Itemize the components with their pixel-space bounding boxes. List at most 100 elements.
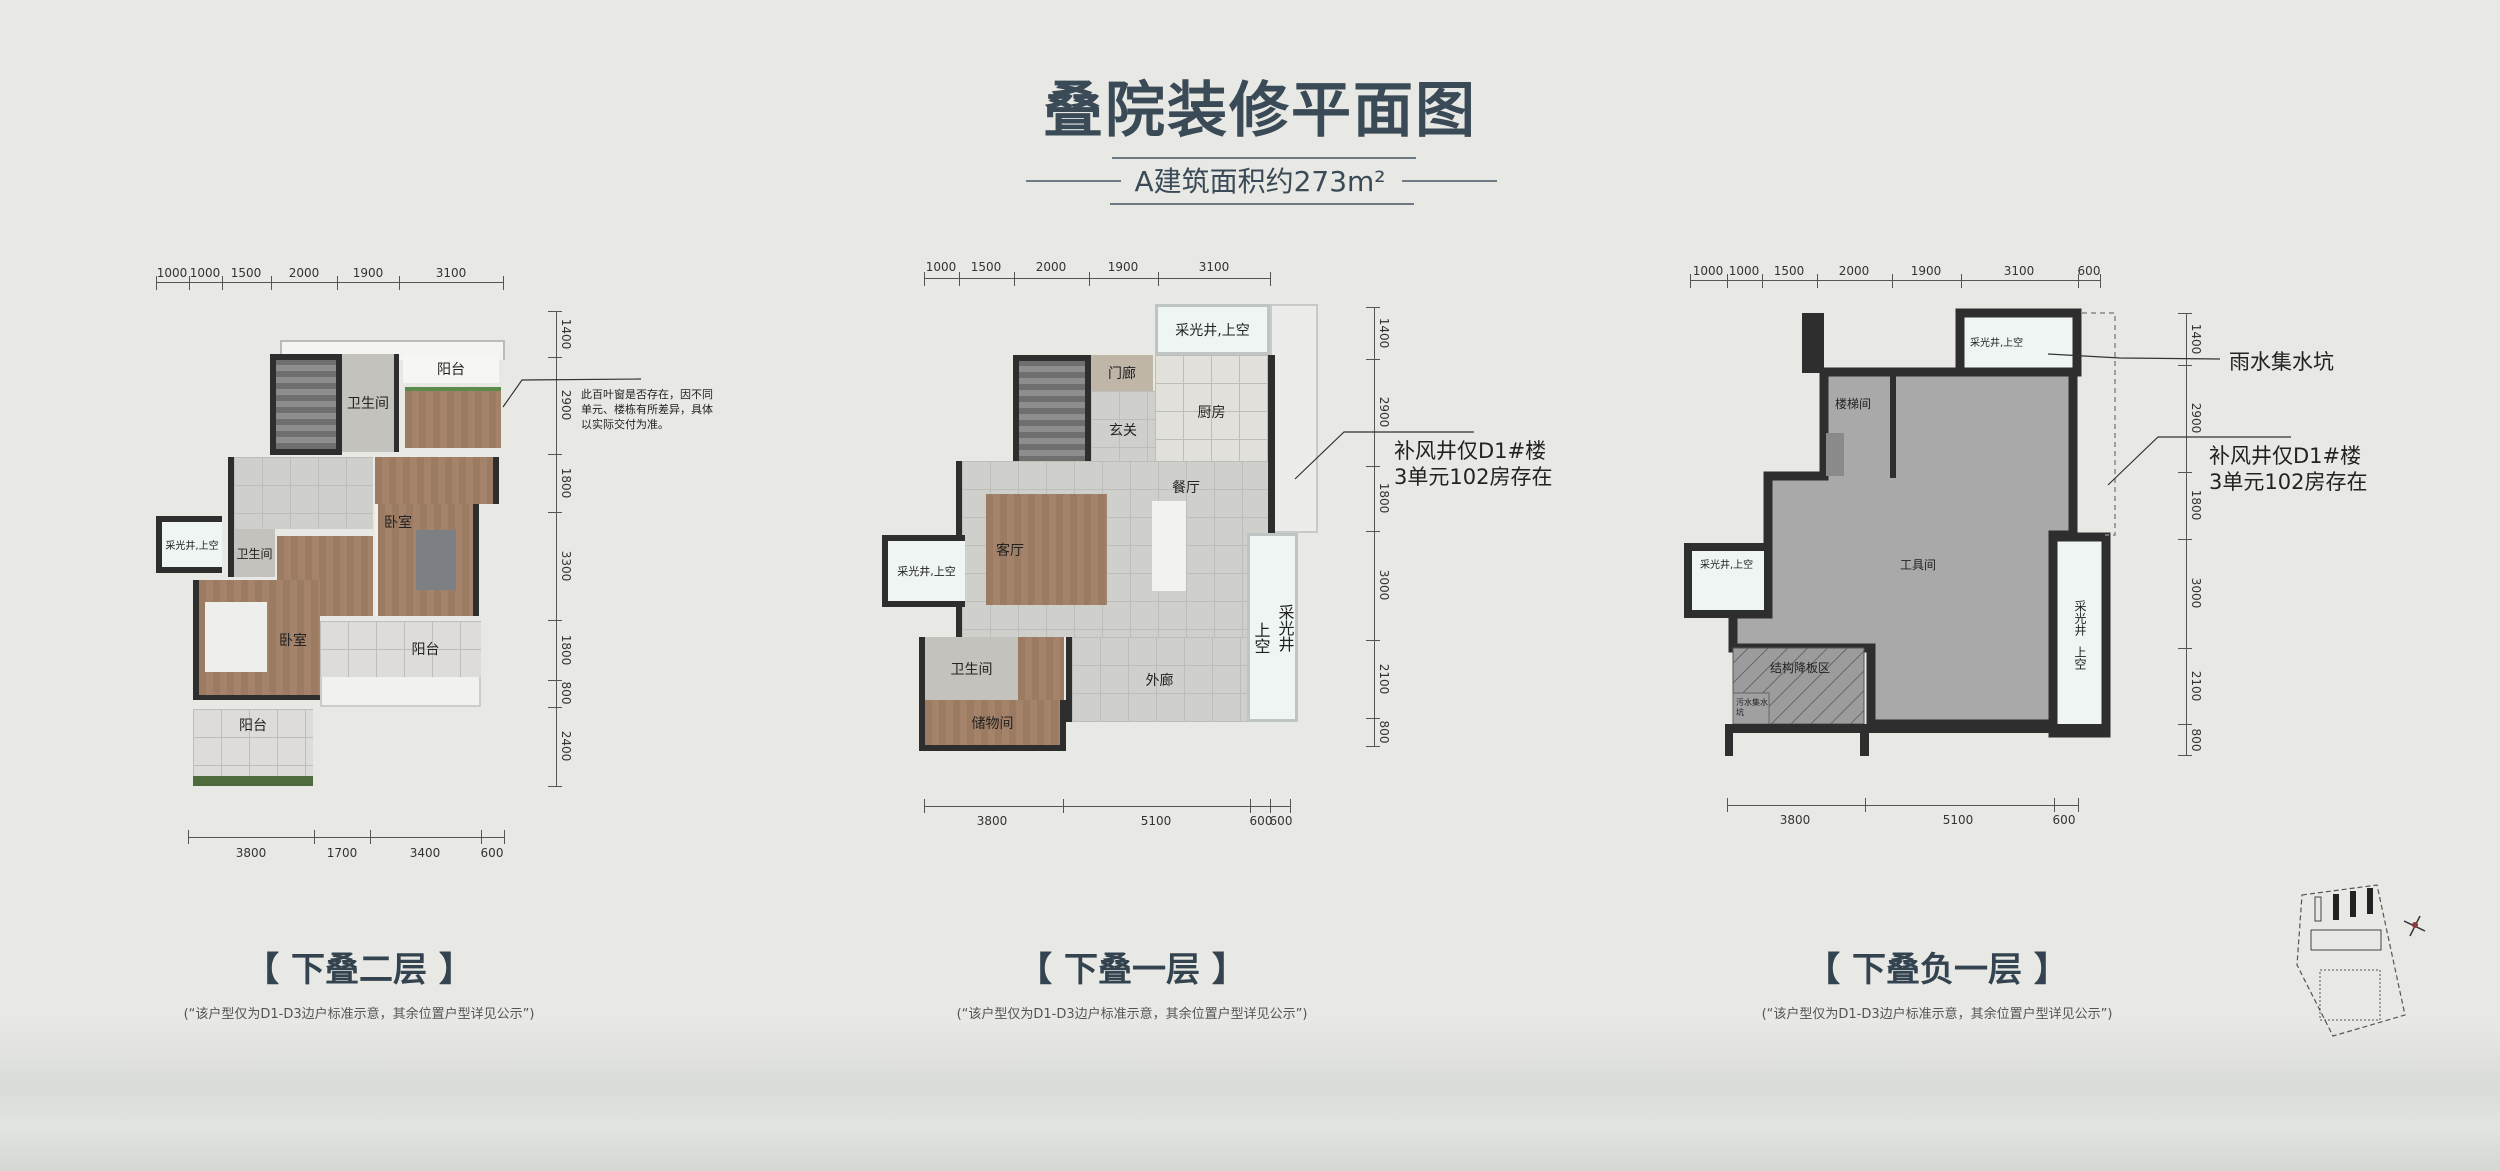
dim-label: 600 <box>480 846 504 860</box>
room-label: 上空 <box>2073 646 2087 670</box>
dim-tick <box>1250 799 1251 813</box>
air-shaft-leader-b1 <box>2107 436 2291 486</box>
balcony-ledge <box>320 677 481 707</box>
building-block <box>2310 929 2382 951</box>
room-label: 卫生间 <box>950 661 993 678</box>
hallway <box>228 457 373 529</box>
room-label: 门廊 <box>1108 366 1136 382</box>
dim-tick <box>1961 274 1962 288</box>
room-bathroom-left: 卫生间 <box>228 529 275 577</box>
dim-tick <box>271 276 272 290</box>
room-label: 采光井,上空 <box>165 541 219 552</box>
dim-label: 5100 <box>1942 813 1974 827</box>
dim-tick <box>1270 272 1271 286</box>
dim-line-bottom <box>188 837 504 838</box>
dim-line-right <box>556 311 557 786</box>
dim-tick <box>1690 274 1691 288</box>
dim-tick <box>1366 466 1380 467</box>
dim-label: 1900 <box>1107 260 1139 274</box>
dim-tick <box>481 830 482 844</box>
dim-tick <box>399 276 400 290</box>
room-label: 采光井 <box>1275 603 1295 652</box>
dim-label: 600 <box>1249 814 1273 828</box>
room-label-tool-room: 工具间 <box>1900 558 1937 572</box>
room-label: 卧室 <box>279 633 307 649</box>
dim-tick <box>1727 798 1728 812</box>
subtitle-rule-left <box>1026 180 1121 182</box>
dim-tick <box>2178 539 2192 540</box>
room-label: 外廊 <box>1145 672 1174 689</box>
dim-tick <box>370 830 371 844</box>
dim-tick <box>222 276 223 290</box>
room-outer-corridor: 外廊 <box>1066 637 1247 722</box>
corridor-upper <box>375 457 499 504</box>
dim-label: 3400 <box>409 846 441 860</box>
room-label: 卫生间 <box>236 546 273 561</box>
dim-label: 2000 <box>1838 264 1870 278</box>
room-label-sump: 污水集水坑 <box>1736 698 1768 717</box>
dim-tick <box>2054 798 2055 812</box>
dim-label: 1000 <box>189 266 221 280</box>
page-title: 叠院装修平面图 <box>1043 76 1477 146</box>
room-label: 餐厅 <box>1172 480 1200 496</box>
floor-caption-lower-1: 【 下叠一层 】 <box>1018 950 1246 990</box>
light-well-right <box>2048 532 2111 738</box>
room-label: 阳台 <box>239 718 267 734</box>
room-bedroom-right: 卧室 <box>375 504 479 616</box>
dim-tick <box>548 707 562 708</box>
dim-label: 3100 <box>1198 260 1230 274</box>
dim-tick <box>2178 365 2192 366</box>
room-label-light-well-left: 采光井,上空 <box>1700 560 1754 571</box>
room-label: 采光井,上空 <box>897 565 956 578</box>
dim-line-top <box>924 278 1270 279</box>
light-well-top: 采光井,上空 <box>1155 304 1270 355</box>
room-foyer: 玄关 <box>1091 391 1155 468</box>
louver-leader <box>502 378 642 408</box>
floor-note: (“该户型仅为D1-D3边户标准示意，其余位置户型详见公示”) <box>1761 1007 2113 1022</box>
dim-tick <box>1063 799 1064 813</box>
sump-pit <box>1732 692 1770 725</box>
area-subtitle: A建筑面积约273m² <box>1134 165 1386 198</box>
wall-stub-top-left <box>1802 313 1824 373</box>
dim-tick <box>1762 274 1763 288</box>
dim-line-bottom <box>1727 805 2078 806</box>
dim-tick <box>924 799 925 813</box>
dim-tick <box>548 512 562 513</box>
misty-landscape-background <box>0 1020 2500 1171</box>
dim-label: 1000 <box>156 266 188 280</box>
wall-stub-bottom-mid <box>1860 724 1869 756</box>
floor-caption-basement-1: 【 下叠负一层 】 <box>1806 950 2068 990</box>
dim-tick <box>2078 274 2079 288</box>
dim-tick <box>1865 798 1866 812</box>
dim-label: 1000 <box>1692 264 1724 278</box>
bed-icon <box>415 530 456 590</box>
dim-label: 1500 <box>970 260 1002 274</box>
dim-tick <box>188 830 189 844</box>
dim-line-top <box>1690 280 2100 281</box>
air-shaft-leader-p1 <box>1294 431 1474 480</box>
building-block <box>2314 896 2322 922</box>
room-porch: 门廊 <box>1091 355 1153 391</box>
room-label: 阳台 <box>437 362 465 378</box>
dim-label: 3800 <box>976 814 1008 828</box>
dim-tick <box>503 276 504 290</box>
wall-stub-bottom-left <box>1725 724 1733 756</box>
dim-tick <box>1366 640 1380 641</box>
dim-tick <box>1366 307 1380 308</box>
room-balcony-bottom: 阳台 <box>193 709 313 786</box>
room-label: 卫生间 <box>347 396 389 412</box>
dim-tick <box>2078 798 2079 812</box>
corridor-wood <box>1018 637 1064 700</box>
dim-label: 3800 <box>235 846 267 860</box>
dim-tick <box>1270 799 1271 813</box>
room-bathroom-top: 卫生间 <box>342 354 399 452</box>
dim-tick <box>1727 274 1728 288</box>
dim-tick <box>959 272 960 286</box>
staircase <box>270 354 342 455</box>
floor-caption-upper-2: 【 下叠二层 】 <box>245 950 473 990</box>
floor-note: (“该户型仅为D1-D3边户标准示意，其余位置户型详见公示”) <box>956 1007 1308 1022</box>
